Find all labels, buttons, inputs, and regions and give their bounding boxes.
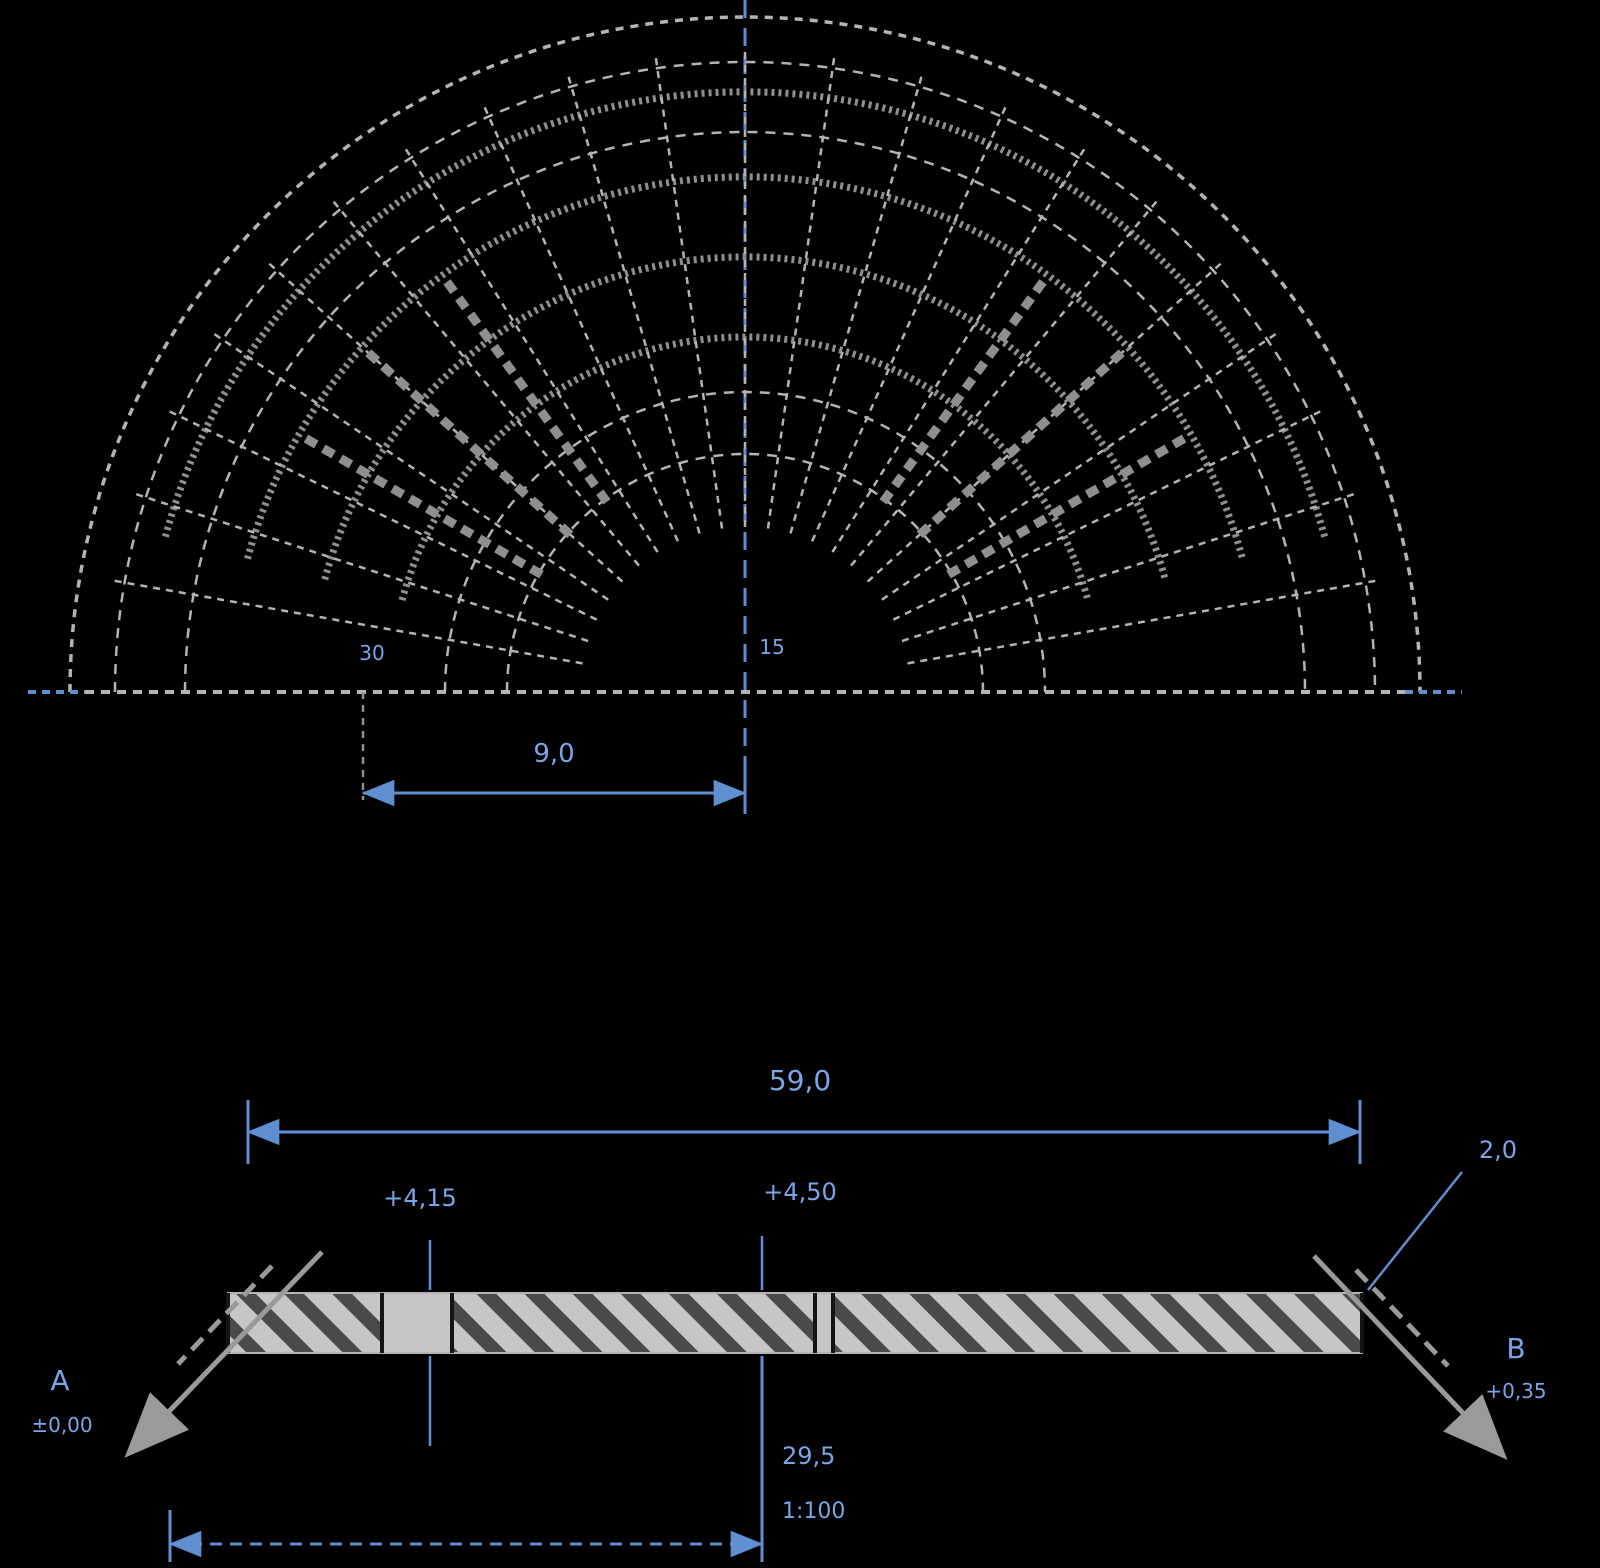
concentric-arc xyxy=(321,253,1169,581)
cut-label-left: A xyxy=(50,1364,69,1397)
section-cut-line-left xyxy=(124,1250,324,1458)
fan-rays xyxy=(109,47,1381,665)
fan-wedges xyxy=(296,272,1194,579)
left-level-label: +4,15 xyxy=(383,1184,457,1212)
fan-ray xyxy=(892,408,1326,621)
cut-label-left-level: ±0,00 xyxy=(31,1413,92,1437)
fan-ray xyxy=(209,330,609,601)
fan-wedge-stroke xyxy=(879,272,1052,505)
concentric-arc xyxy=(113,60,1377,693)
section-cut-line-right xyxy=(1312,1254,1508,1460)
corner-leader-line xyxy=(1367,1171,1463,1291)
fan-ray xyxy=(831,144,1088,553)
fan-ray xyxy=(907,578,1381,665)
cut-label-right: B xyxy=(1506,1332,1525,1365)
fan-ray xyxy=(810,102,1009,542)
fan-wedge-stroke xyxy=(296,430,544,579)
fan-ray xyxy=(901,491,1359,643)
lower-dimension-label: 29,5 xyxy=(782,1442,835,1470)
concentric-arc xyxy=(398,333,1092,602)
beam-plain-segment-left xyxy=(382,1293,452,1353)
fan-wedge-stroke xyxy=(438,272,611,505)
concentric-arc xyxy=(505,452,985,693)
overall-dimension-label: 59,0 xyxy=(769,1064,831,1097)
center-level-label: +4,50 xyxy=(763,1178,837,1206)
cut-label-right-level: +0,35 xyxy=(1485,1379,1546,1403)
plan-view: 30 15 9,0 xyxy=(28,0,1462,814)
fan-wedge-stroke xyxy=(946,430,1194,579)
fan-ray xyxy=(566,71,701,534)
radius-dimension-label: 9,0 xyxy=(533,739,574,769)
section-view: 59,0 2,0 +4,15 +4,50 A ±0,00 B +0,35 xyxy=(31,1064,1547,1562)
fan-ray xyxy=(164,408,598,621)
fan-ray xyxy=(481,102,680,542)
plan-angle-label-center: 15 xyxy=(759,635,784,659)
fan-ray xyxy=(881,330,1281,601)
concentric-arc xyxy=(244,173,1246,560)
section-cut-line-left-secondary xyxy=(176,1264,274,1366)
plan-angle-label-left: 30 xyxy=(359,641,384,665)
fan-ray xyxy=(850,197,1161,567)
fan-wedge-stroke xyxy=(916,344,1131,539)
fan-ray xyxy=(653,53,724,529)
beam-plain-segment-mid xyxy=(815,1293,833,1353)
fan-ray xyxy=(109,578,583,665)
fan-ray xyxy=(766,53,837,529)
concentric-arc xyxy=(183,130,1307,693)
fan-ray xyxy=(789,71,924,534)
section-cut-line-right-secondary xyxy=(1354,1268,1450,1368)
fan-ray xyxy=(329,197,640,567)
corner-leader-label: 2,0 xyxy=(1479,1136,1517,1164)
fan-ray xyxy=(131,491,589,643)
fan-wedge-stroke xyxy=(359,344,574,539)
scale-label: 1:100 xyxy=(782,1499,845,1524)
fan-ray xyxy=(402,144,659,553)
